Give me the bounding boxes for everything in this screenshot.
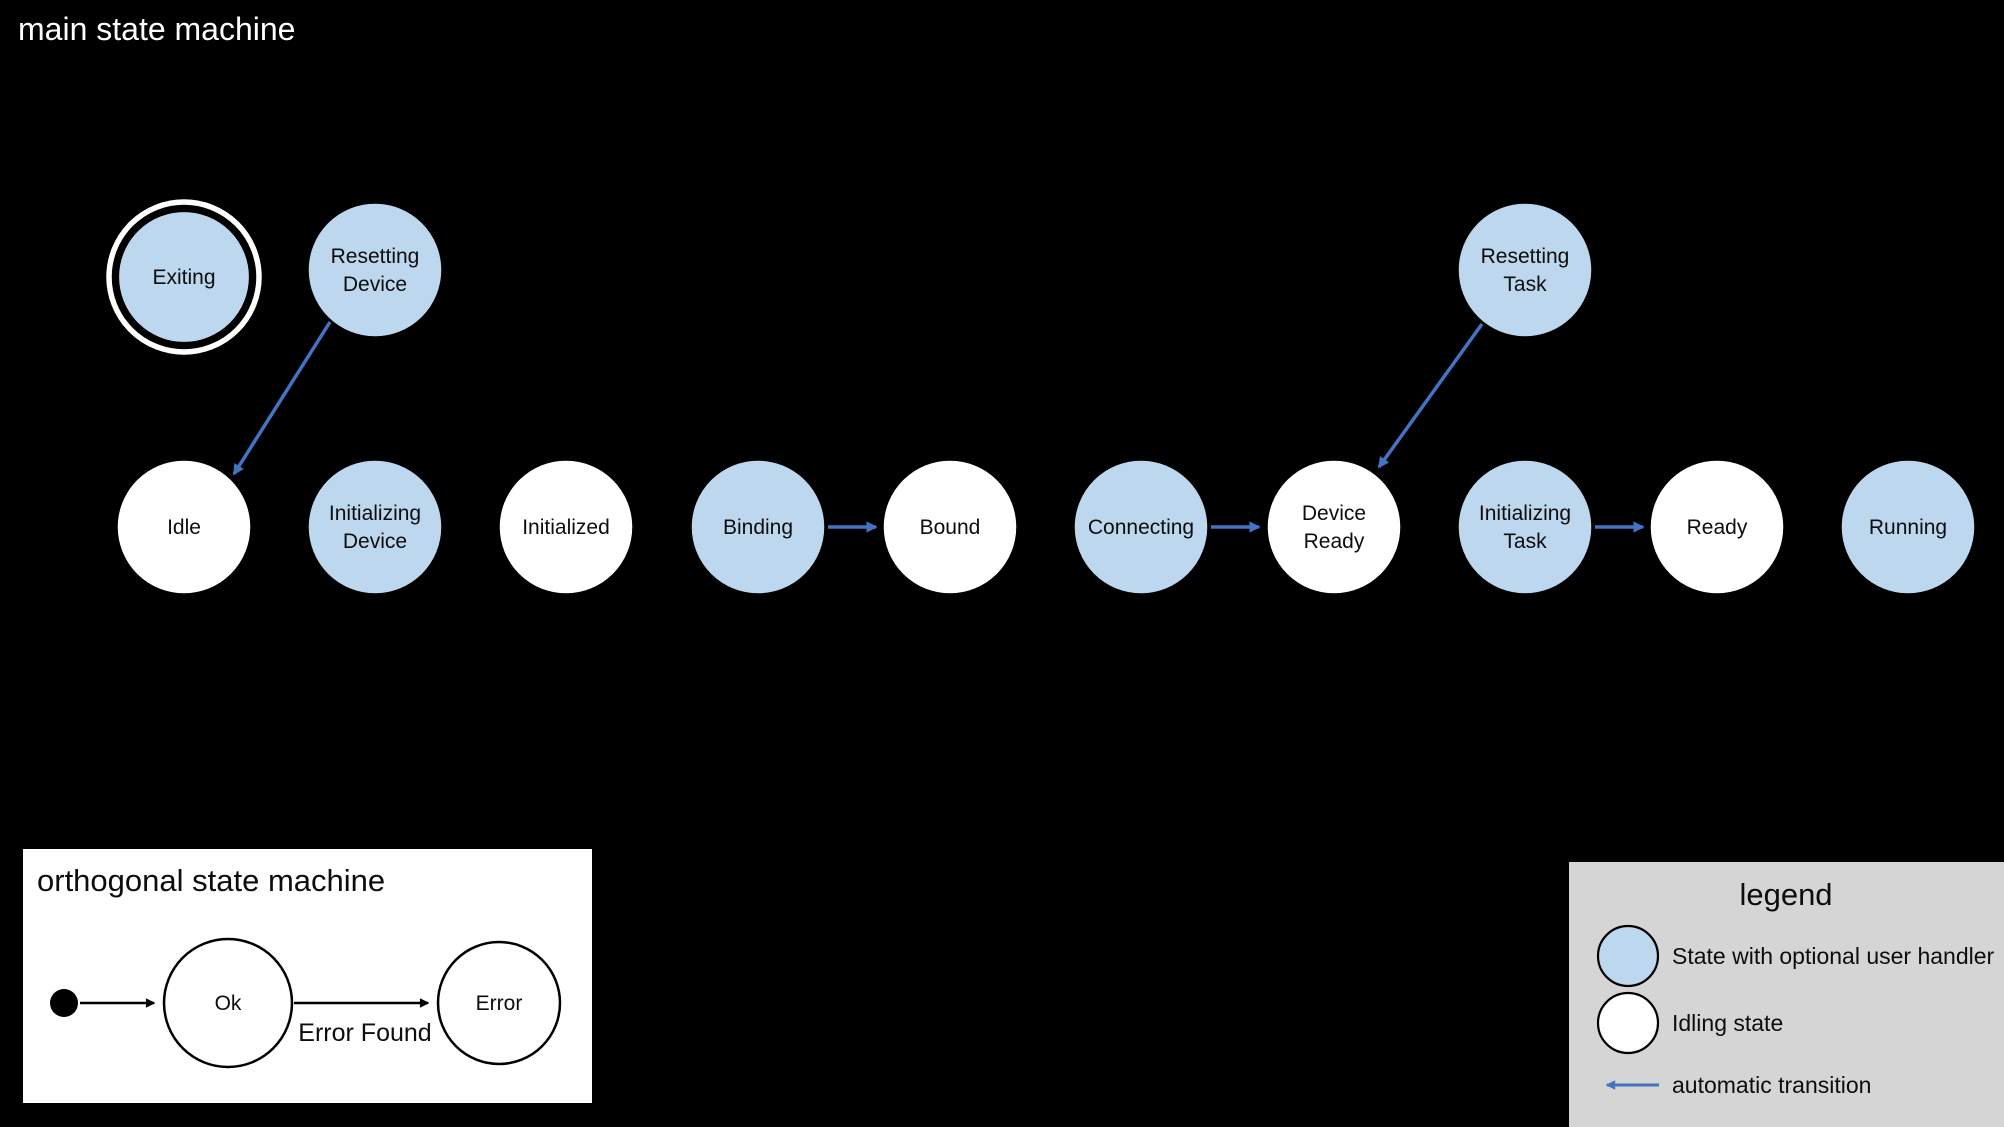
transition-label-error-found: Error Found [298, 1019, 431, 1047]
state-resetting-task: Resetting Task [1457, 202, 1593, 338]
state-label-line1: Initializing [1479, 502, 1571, 525]
legend-title: legend [1739, 877, 1832, 912]
final-state-outer-ring [106, 199, 262, 355]
state-initialized: Initialized [498, 459, 634, 595]
orthogonal-state-machine-box: orthogonal state machine Ok Error Found … [23, 849, 592, 1103]
state-exiting: Exiting [106, 199, 262, 355]
state-label: Initialized [522, 516, 610, 539]
state-label-line2: Device [343, 273, 407, 296]
state-initializing-device: Initializing Device [307, 459, 443, 595]
legend-item-label: Idling state [1672, 1010, 1783, 1036]
legend-background [1569, 862, 2004, 1127]
transition-resetting-task-to-device-ready [1377, 322, 1484, 469]
legend-item-label: State with optional user handler [1672, 943, 1995, 969]
state-circle [1840, 459, 1976, 595]
state-binding: Binding [690, 459, 826, 595]
orthogonal-box-title: orthogonal state machine [37, 863, 385, 898]
state-ready: Ready [1649, 459, 1785, 595]
state-error-label: Error [476, 992, 523, 1015]
state-label: Idle [167, 516, 201, 539]
state-circle [1649, 459, 1785, 595]
state-ok-circle [162, 937, 294, 1069]
state-label: Bound [920, 516, 981, 539]
legend-user-handler-state-icon [1596, 924, 1660, 988]
state-label: Binding [723, 516, 793, 539]
main-diagram-title: main state machine [18, 11, 295, 47]
initial-state-dot [50, 989, 78, 1017]
state-circle [116, 209, 252, 345]
legend-box: legend State with optional user handler … [1569, 862, 2004, 1127]
state-ok-label: Ok [215, 992, 242, 1015]
state-label-line1: Initializing [329, 502, 421, 525]
state-idle: Idle [116, 459, 252, 595]
state-label-line2: Device [343, 530, 407, 553]
state-circle [1073, 459, 1209, 595]
state-circle [116, 459, 252, 595]
state-circle [690, 459, 826, 595]
state-label-line1: Resetting [331, 245, 420, 268]
state-label-line1: Resetting [1481, 245, 1570, 268]
state-circle [882, 459, 1018, 595]
state-label-line2: Task [1503, 273, 1547, 296]
state-circle [307, 459, 443, 595]
state-label-line2: Ready [1304, 530, 1365, 553]
state-connecting: Connecting [1073, 459, 1209, 595]
legend-idling-state-icon [1596, 991, 1660, 1055]
transition-resetting-device-to-idle [232, 321, 332, 476]
legend-item-label: automatic transition [1672, 1072, 1871, 1098]
state-running: Running [1840, 459, 1976, 595]
state-label: Connecting [1088, 516, 1194, 539]
state-label: Ready [1687, 516, 1748, 539]
state-circle [1457, 459, 1593, 595]
state-circle [307, 202, 443, 338]
state-circle [1457, 202, 1593, 338]
state-label-line1: Device [1302, 502, 1366, 525]
state-error-circle [436, 940, 562, 1066]
state-bound: Bound [882, 459, 1018, 595]
state-initializing-task: Initializing Task [1457, 459, 1593, 595]
state-resetting-device: Resetting Device [307, 202, 443, 338]
state-circle [498, 459, 634, 595]
state-circle [1266, 459, 1402, 595]
state-device-ready: Device Ready [1266, 459, 1402, 595]
state-label-line2: Task [1503, 530, 1547, 553]
state-label: Running [1869, 516, 1947, 539]
state-label: Exiting [152, 266, 215, 289]
